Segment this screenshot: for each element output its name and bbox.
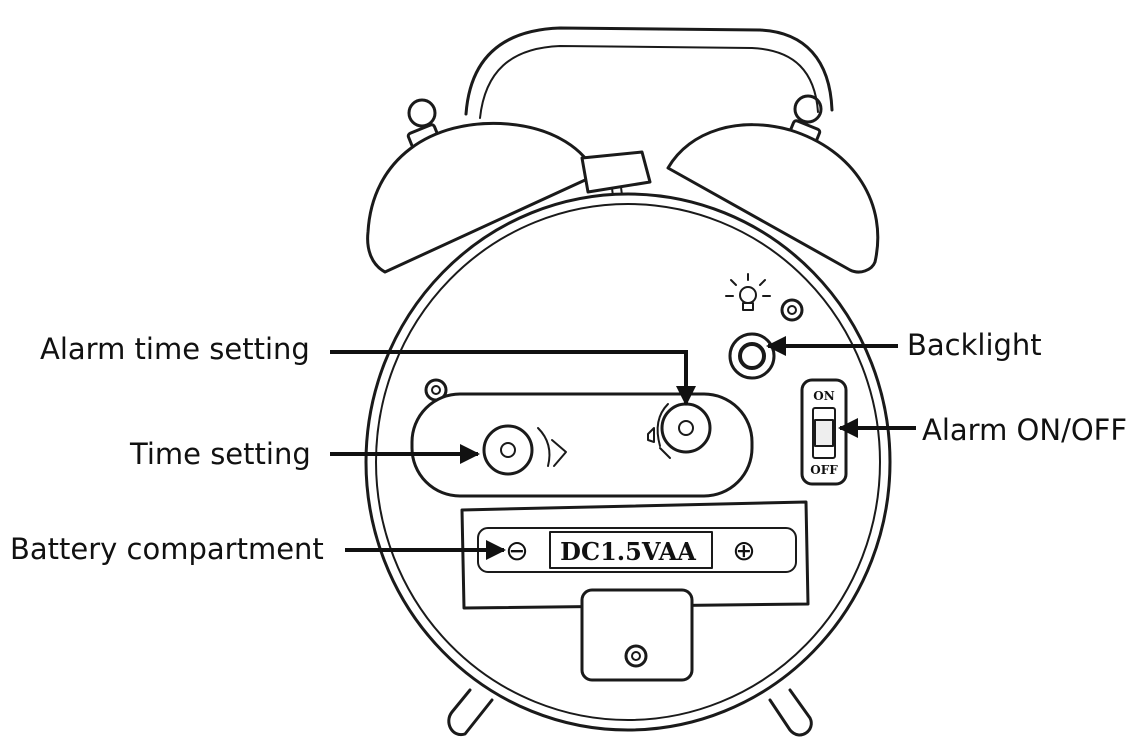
label-battery-compartment: Battery compartment (10, 532, 324, 566)
label-time-setting: Time setting (130, 437, 311, 471)
screw-right (780, 298, 804, 322)
switch-off-text: OFF (810, 463, 838, 477)
bell-left (366, 121, 598, 274)
label-backlight: Backlight (907, 328, 1042, 362)
alarm-switch-slot (812, 407, 836, 459)
time-setting-knob (482, 424, 567, 476)
battery-spec-text: DC1.5VAA (560, 537, 696, 566)
battery-tab (580, 588, 694, 682)
clock-rim (375, 203, 881, 721)
bell-right (666, 123, 880, 274)
switch-on-text: ON (813, 389, 834, 403)
backlight-button (728, 332, 776, 380)
foot-right (768, 688, 813, 737)
handle-inner (479, 45, 819, 119)
leader-alarm-time (330, 350, 696, 406)
hammer (580, 150, 652, 194)
battery-plus-symbol: ⊕ (732, 534, 755, 567)
battery-spec-box (549, 531, 713, 569)
handle (464, 26, 834, 116)
label-alarm-time-setting: Alarm time setting (40, 332, 310, 366)
label-alarm-on-off: Alarm ON/OFF (922, 413, 1128, 447)
light-bulb-icon (725, 273, 771, 311)
alarm-switch-knob (814, 419, 834, 447)
foot-left (447, 688, 494, 737)
battery-minus-symbol: ⊖ (505, 534, 528, 567)
